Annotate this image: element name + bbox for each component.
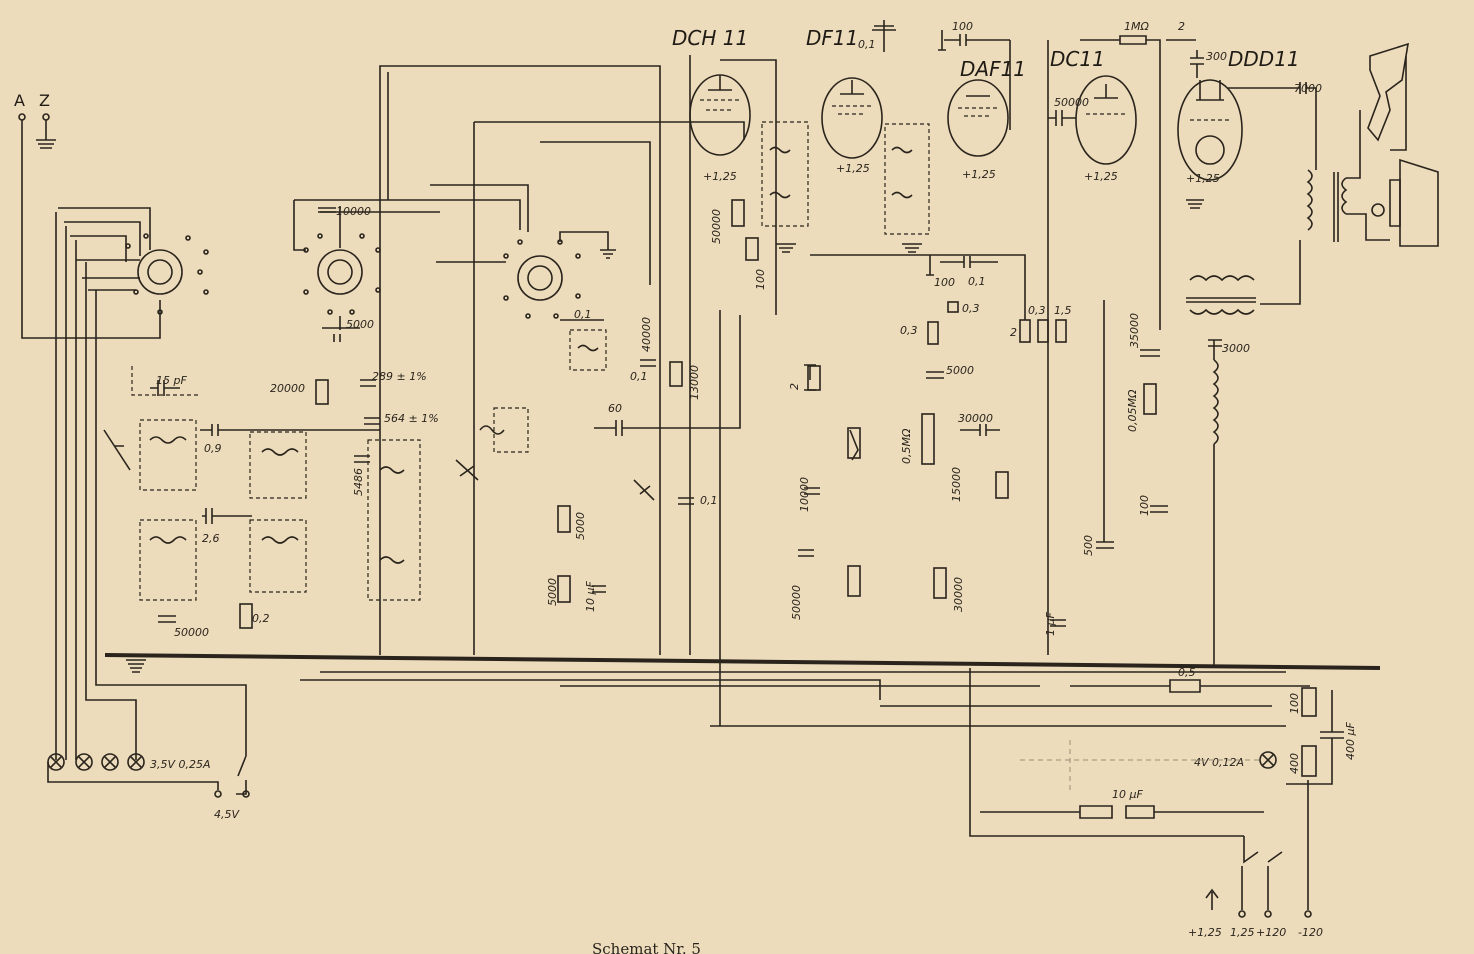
label-r-03c: 0,3 (1028, 304, 1046, 317)
tube-label-dc11: DC11 (1050, 47, 1105, 71)
label-c-01-mid: 0,1 (630, 370, 648, 383)
label-r-05m-pot: 0,5MΩ (900, 428, 913, 464)
label-r-20000: 20000 (270, 382, 305, 395)
tube-label-daf11: DAF11 (960, 57, 1026, 81)
oscillator-coil (479, 329, 607, 453)
antenna-label-a: A (14, 91, 25, 110)
label-r-5000: 5000 (574, 512, 587, 540)
terminal-label-125: 1,25 (1230, 926, 1255, 939)
label-c-01-daf: 0,1 (968, 275, 986, 288)
label-c-daf-100: 100 (952, 20, 973, 33)
terminal-label-plus-120: +120 (1256, 926, 1286, 939)
output-stage (1306, 42, 1439, 247)
label-c-3000: 3000 (1222, 342, 1250, 355)
label-c-50000-bottom: 50000 (174, 626, 209, 639)
right-components: 500 35000 0,05MΩ 100 1 μF (1044, 300, 1168, 636)
wave-switch-3 (430, 184, 616, 319)
dial-lamps: 3,5V 0,25A 4,5V (47, 243, 922, 821)
label-c-7000: 7000 (1294, 82, 1322, 95)
terminal-label-plus-125: +1,25 (1188, 926, 1222, 939)
tube-dc11: DC11 +1,25 50000 (1048, 47, 1137, 183)
label-c-15pf: 15 pF (156, 374, 187, 387)
tube-filament-ddd11: +1,25 (1186, 172, 1220, 185)
label-r-2b: 2 (1010, 326, 1017, 339)
label-r-15000: 15000 (950, 467, 963, 502)
antenna-label-z: Z (39, 91, 50, 110)
label-c-30000: 30000 (958, 412, 993, 425)
label-c-10uf: 10 μF (584, 581, 597, 612)
tube-filament-dc11: +1,25 (1084, 170, 1118, 183)
label-c-5000-daf: 5000 (946, 364, 974, 377)
label-r-100-dch: 100 (754, 269, 767, 290)
label-psu-lamp: 4V 0,12A (1194, 756, 1244, 769)
tube-ddd11: DDD11 +1,25 300 (1177, 47, 1300, 209)
label-r-50000-dch: 50000 (710, 209, 723, 244)
label-c-60: 60 (608, 402, 622, 415)
label-c-500: 500 (1082, 535, 1095, 556)
label-c-26: 2,6 (202, 532, 220, 545)
label-r-1m: 1MΩ (1124, 20, 1149, 33)
label-r-100-psu: 100 (1288, 693, 1301, 714)
choke: 3000 (1186, 240, 1301, 665)
tube-dch11: DCH 11 +1,25 50000 100 (672, 26, 777, 315)
label-r-2: 2 (1178, 20, 1185, 33)
label-c-df11-01: 0,1 (858, 38, 876, 51)
left-components: 15 pF 0,9 20000 289 ± 1% 564 ± 1% 5486 2… (103, 366, 655, 639)
label-c-289: 289 ± 1% (372, 370, 427, 383)
label-c-01-low: 0,1 (700, 494, 718, 507)
label-c-5000-switch: 5000 (346, 318, 374, 331)
tube-filament-df11: +1,25 (836, 162, 870, 175)
top-wiring: 1MΩ 2 7000 (379, 20, 1322, 655)
ground-bus (104, 653, 1381, 670)
label-c-564: 564 ± 1% (384, 412, 439, 425)
label-r-15: 1,5 (1054, 304, 1072, 317)
label-c-10uf-psu: 10 μF (1112, 788, 1143, 801)
label-r-03a: 0,3 (962, 302, 980, 315)
mid-components: 100 0,1 0,3 0,3 2 0,3 1,5 5000 0,5MΩ 300… (788, 254, 1072, 620)
tube-label-dch11: DCH 11 (672, 26, 748, 50)
label-r-02: 0,2 (252, 612, 270, 625)
tube-df11: DF11 0,1 +1,25 (806, 20, 896, 175)
coil-cans (139, 121, 930, 601)
tube-filament-dch11: +1,25 (703, 170, 737, 183)
figure-caption: Schemat Nr. 5 (592, 940, 701, 954)
antenna-inputs: A Z (14, 91, 161, 339)
tube-filament-daf11: +1,25 (962, 168, 996, 181)
center-components: 0,1 60 0,1 40000 13000 0,1 5000 5000 10 … (546, 308, 741, 612)
label-c-400uf: 400 μF (1344, 722, 1357, 760)
label-filament-supply: 4,5V (214, 808, 240, 821)
wave-switch-1 (58, 207, 209, 315)
tube-label-ddd11: DDD11 (1228, 47, 1300, 71)
label-r-40000: 40000 (640, 317, 653, 352)
label-r-13000: 13000 (688, 365, 701, 400)
label-r-400: 400 (1288, 753, 1301, 774)
label-r-30000: 30000 (952, 577, 965, 612)
label-r-50000-low: 50000 (790, 585, 803, 620)
label-c-300: 300 (1206, 50, 1227, 63)
label-c-5486: 5486 (352, 468, 365, 496)
label-r-03b: 0,3 (900, 324, 918, 337)
label-r-5000b: 5000 (546, 578, 559, 606)
label-c-100-low: 100 (1138, 495, 1151, 516)
bottom-bus (55, 212, 1286, 760)
label-r-2-mid: 2 (788, 383, 801, 390)
label-c-01-switch: 0,1 (574, 308, 592, 321)
label-dial-lamps: 3,5V 0,25A (150, 758, 211, 771)
tube-label-df11: DF11 (806, 26, 858, 50)
label-c-10000-switch: 10000 (336, 205, 371, 218)
label-r-35000: 35000 (1128, 313, 1141, 348)
terminal-label-minus-120: -120 (1298, 926, 1323, 939)
label-c-1uf: 1 μF (1044, 612, 1057, 636)
tube-daf11: DAF11 +1,25 100 (938, 20, 1026, 181)
label-c-50000-dc: 50000 (1054, 96, 1089, 109)
label-c-09: 0,9 (204, 442, 222, 455)
label-r-005m: 0,05MΩ (1126, 389, 1139, 432)
label-c-100-daf: 100 (934, 276, 955, 289)
